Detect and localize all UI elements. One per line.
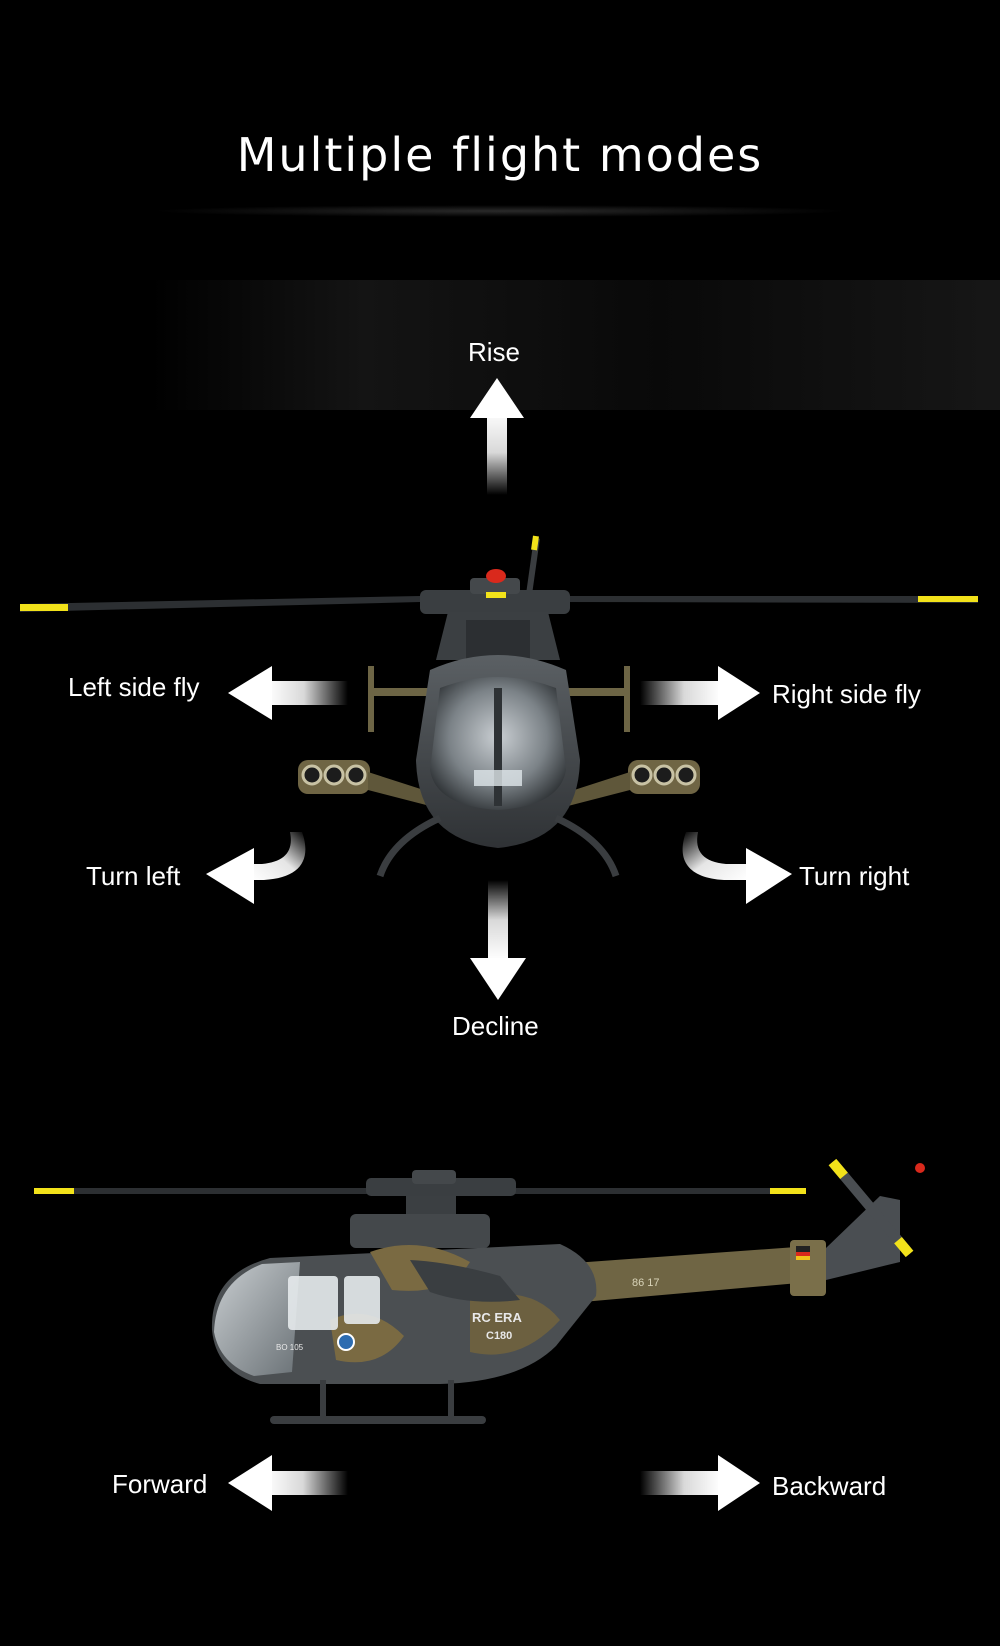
arrow-left-side-fly-icon [228,666,348,720]
label-turn-left: Turn left [86,861,181,891]
arrow-rise-icon [470,378,524,495]
marking-brand: RC ERA [472,1310,522,1325]
label-right-side-fly: Right side fly [772,679,921,709]
helicopter-side-view [34,1158,925,1424]
arrow-forward-icon [228,1455,348,1511]
label-rise: Rise [468,337,521,367]
arrow-decline-icon [470,880,526,1000]
marking-model: C180 [486,1330,512,1342]
label-turn-right: Turn right [799,861,910,891]
marking-tail-number: 86 17 [632,1277,660,1289]
page-title: Multiple flight modes [236,128,764,182]
helicopter-front-view [20,535,978,878]
background-haze [150,280,1000,410]
arrow-turn-left-icon [206,832,306,904]
arrow-backward-icon [640,1455,760,1511]
label-left-side-fly: Left side fly [68,672,200,702]
label-forward: Forward [112,1469,208,1499]
label-backward: Backward [772,1471,887,1501]
arrow-right-side-fly-icon [640,666,760,720]
marking-type: BO 105 [276,1343,304,1352]
label-decline: Decline [452,1011,539,1041]
arrow-turn-right-icon [682,832,792,904]
title-underline [150,205,850,217]
